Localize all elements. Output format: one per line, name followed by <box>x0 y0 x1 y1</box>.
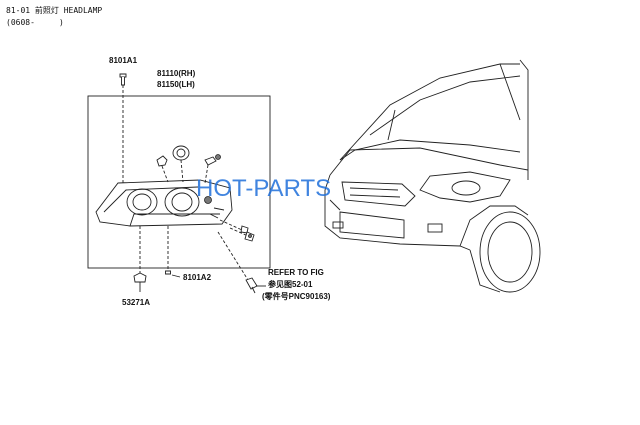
clip-53271a[interactable] <box>133 226 147 292</box>
bulb-socket-left[interactable] <box>156 155 169 183</box>
label-81150-lh: 81150(LH) <box>157 80 195 89</box>
bulb-small-right[interactable] <box>204 154 221 184</box>
wiring-connector[interactable] <box>217 231 266 294</box>
side-screw-upper[interactable] <box>219 219 249 234</box>
bolt-8101a1[interactable] <box>119 73 127 210</box>
vehicle-illustration <box>324 59 541 293</box>
side-screw-lower[interactable] <box>229 227 255 242</box>
bulb-cap-round[interactable] <box>172 145 190 183</box>
label-8101a2: 8101A2 <box>183 273 212 282</box>
watermark: HOT-PARTS <box>196 175 331 202</box>
label-81110-rh: 81110(RH) <box>157 69 196 78</box>
label-53271a: 53271A <box>122 298 150 307</box>
label-pnc: (零件号PNC90163) <box>262 291 331 301</box>
bolt-8101a2[interactable] <box>165 226 181 278</box>
label-8101a1: 8101A1 <box>109 56 138 65</box>
label-refer-cn: 参见图52-01 <box>267 279 313 289</box>
section-title: 81-01 前照灯 HEADLAMP <box>6 6 103 15</box>
headlamp-assembly[interactable] <box>95 179 233 227</box>
label-refer-to-fig: REFER TO FIG <box>268 268 324 277</box>
assembly-frame <box>87 95 271 269</box>
date-range: (0608- ) <box>6 18 64 27</box>
